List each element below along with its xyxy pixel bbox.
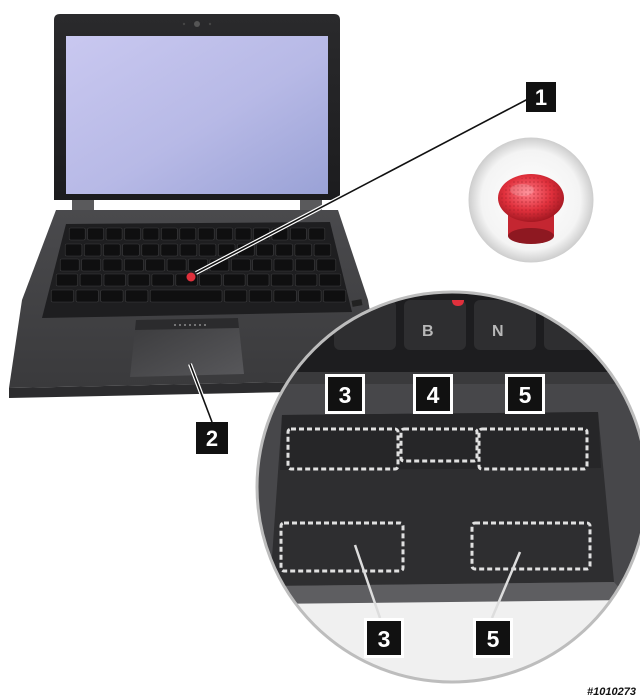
keyboard-key [271, 273, 294, 287]
keyboard-key [298, 289, 322, 303]
zone-right-bottom [470, 521, 592, 571]
keyboard-key [295, 273, 318, 287]
zone-right-top [477, 427, 589, 471]
keyboard-key [308, 227, 326, 241]
callout-1-group: 1 [195, 82, 556, 275]
keyboard-key [124, 227, 141, 241]
keyboard-key [318, 273, 342, 287]
keyboard-key [84, 243, 102, 257]
keyboard-key [247, 273, 270, 287]
keyboard-key [248, 289, 272, 303]
zoom-key-b-label: B [422, 323, 434, 340]
touchpad-buttons-strip [135, 318, 239, 330]
keyboard-key [231, 258, 251, 272]
keyboard-key [273, 289, 297, 303]
zoom-touchpad-button-strip [280, 412, 601, 470]
keyboard-keys [50, 227, 347, 303]
keyboard-key [75, 289, 99, 303]
laptop-lid [54, 14, 340, 200]
keyboard-key [151, 273, 174, 287]
keyboard-key [223, 273, 246, 287]
keyboard-key [224, 289, 248, 303]
keyboard-key [234, 227, 252, 241]
callout-3-top-label: 3 [339, 382, 352, 408]
callout-4-group: 4 [413, 374, 453, 414]
keyboard-key [256, 243, 274, 257]
trackpoint-cap-inset [468, 137, 594, 263]
keyboard-key [145, 258, 165, 272]
keyboard-key [149, 289, 223, 303]
keyboard-key [294, 243, 312, 257]
zoom-key-n-label: N [492, 323, 504, 340]
keyboard-key [197, 227, 215, 241]
figure-catalog-id: #1010273 [587, 686, 636, 698]
webcam-icon [194, 21, 200, 27]
keyboard-key [59, 258, 80, 272]
keyboard-key [81, 258, 101, 272]
callout-5-top-label: 5 [519, 382, 532, 408]
callout-5-bottom-label: 5 [487, 626, 500, 652]
callout-5-bottom-box [476, 621, 510, 655]
keyboard-key [122, 243, 140, 257]
keyboard-key [160, 243, 178, 257]
callout-5-top-group: 5 [505, 374, 545, 414]
callout-2-box [196, 422, 228, 454]
keyboard-key [141, 243, 159, 257]
callout-4-label: 4 [427, 382, 440, 408]
keyboard-key [87, 227, 104, 241]
callout-2-group: 2 [188, 363, 228, 454]
zone-left-bottom [279, 521, 405, 573]
trackpoint-on-keyboard [186, 272, 196, 282]
keyboard-key [216, 227, 233, 241]
callout-3-bottom-group: 3 [364, 618, 404, 658]
keyboard-key [179, 243, 198, 257]
keyboard-key [124, 258, 144, 272]
callout-3-top-box [328, 377, 362, 411]
keyboard-key [127, 273, 150, 287]
callout-5-top-box [508, 377, 542, 411]
keyboard-key [273, 258, 294, 272]
keyboard-key [161, 227, 178, 241]
zoom-trackpoint-icon [452, 300, 464, 306]
keyboard-key [55, 273, 79, 287]
callout-2-label: 2 [206, 426, 218, 451]
zoom-key-n [474, 300, 536, 350]
callout-3-bottom-label: 3 [378, 626, 391, 652]
keyboard-key [313, 243, 332, 257]
keyboard-key [102, 258, 123, 272]
keyboard-key [275, 243, 293, 257]
keyboard-key [105, 227, 123, 241]
keyboard-key [50, 289, 74, 303]
keyboard-key [100, 289, 124, 303]
keyboard-key [103, 273, 126, 287]
keyboard-key [199, 273, 222, 287]
touchpad [130, 318, 244, 377]
keyboard-key [64, 243, 83, 257]
callout-4-box [416, 377, 450, 411]
laptop-screen [66, 36, 328, 194]
zone-middle [399, 427, 479, 463]
zone-left-top [286, 427, 400, 471]
callout-3-bottom-box [367, 621, 401, 655]
callout-5-bottom-group: 5 [473, 618, 513, 658]
keyboard-key [289, 227, 307, 241]
keyboard-key [142, 227, 160, 241]
callout-1-box [526, 82, 556, 112]
keyboard-key [198, 243, 217, 257]
keyboard-key [166, 258, 187, 272]
keyboard-key [103, 243, 121, 257]
callout-1-label: 1 [535, 85, 547, 110]
keyboard-key [125, 289, 149, 303]
callout-3-top-group: 3 [325, 374, 365, 414]
keyboard-key [68, 227, 86, 241]
keyboard-key [79, 273, 102, 287]
zoom-key-b [404, 300, 466, 350]
keyboard-key [316, 258, 337, 272]
keyboard-key [323, 289, 347, 303]
keyboard-key [252, 258, 272, 272]
keyboard-key [179, 227, 197, 241]
keyboard-key [295, 258, 315, 272]
